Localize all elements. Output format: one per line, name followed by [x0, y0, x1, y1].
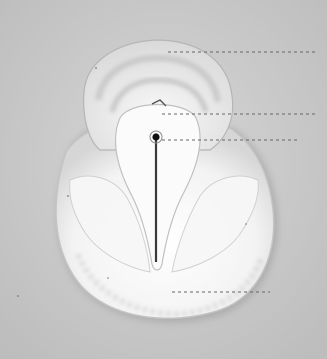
central-pore	[152, 133, 159, 140]
